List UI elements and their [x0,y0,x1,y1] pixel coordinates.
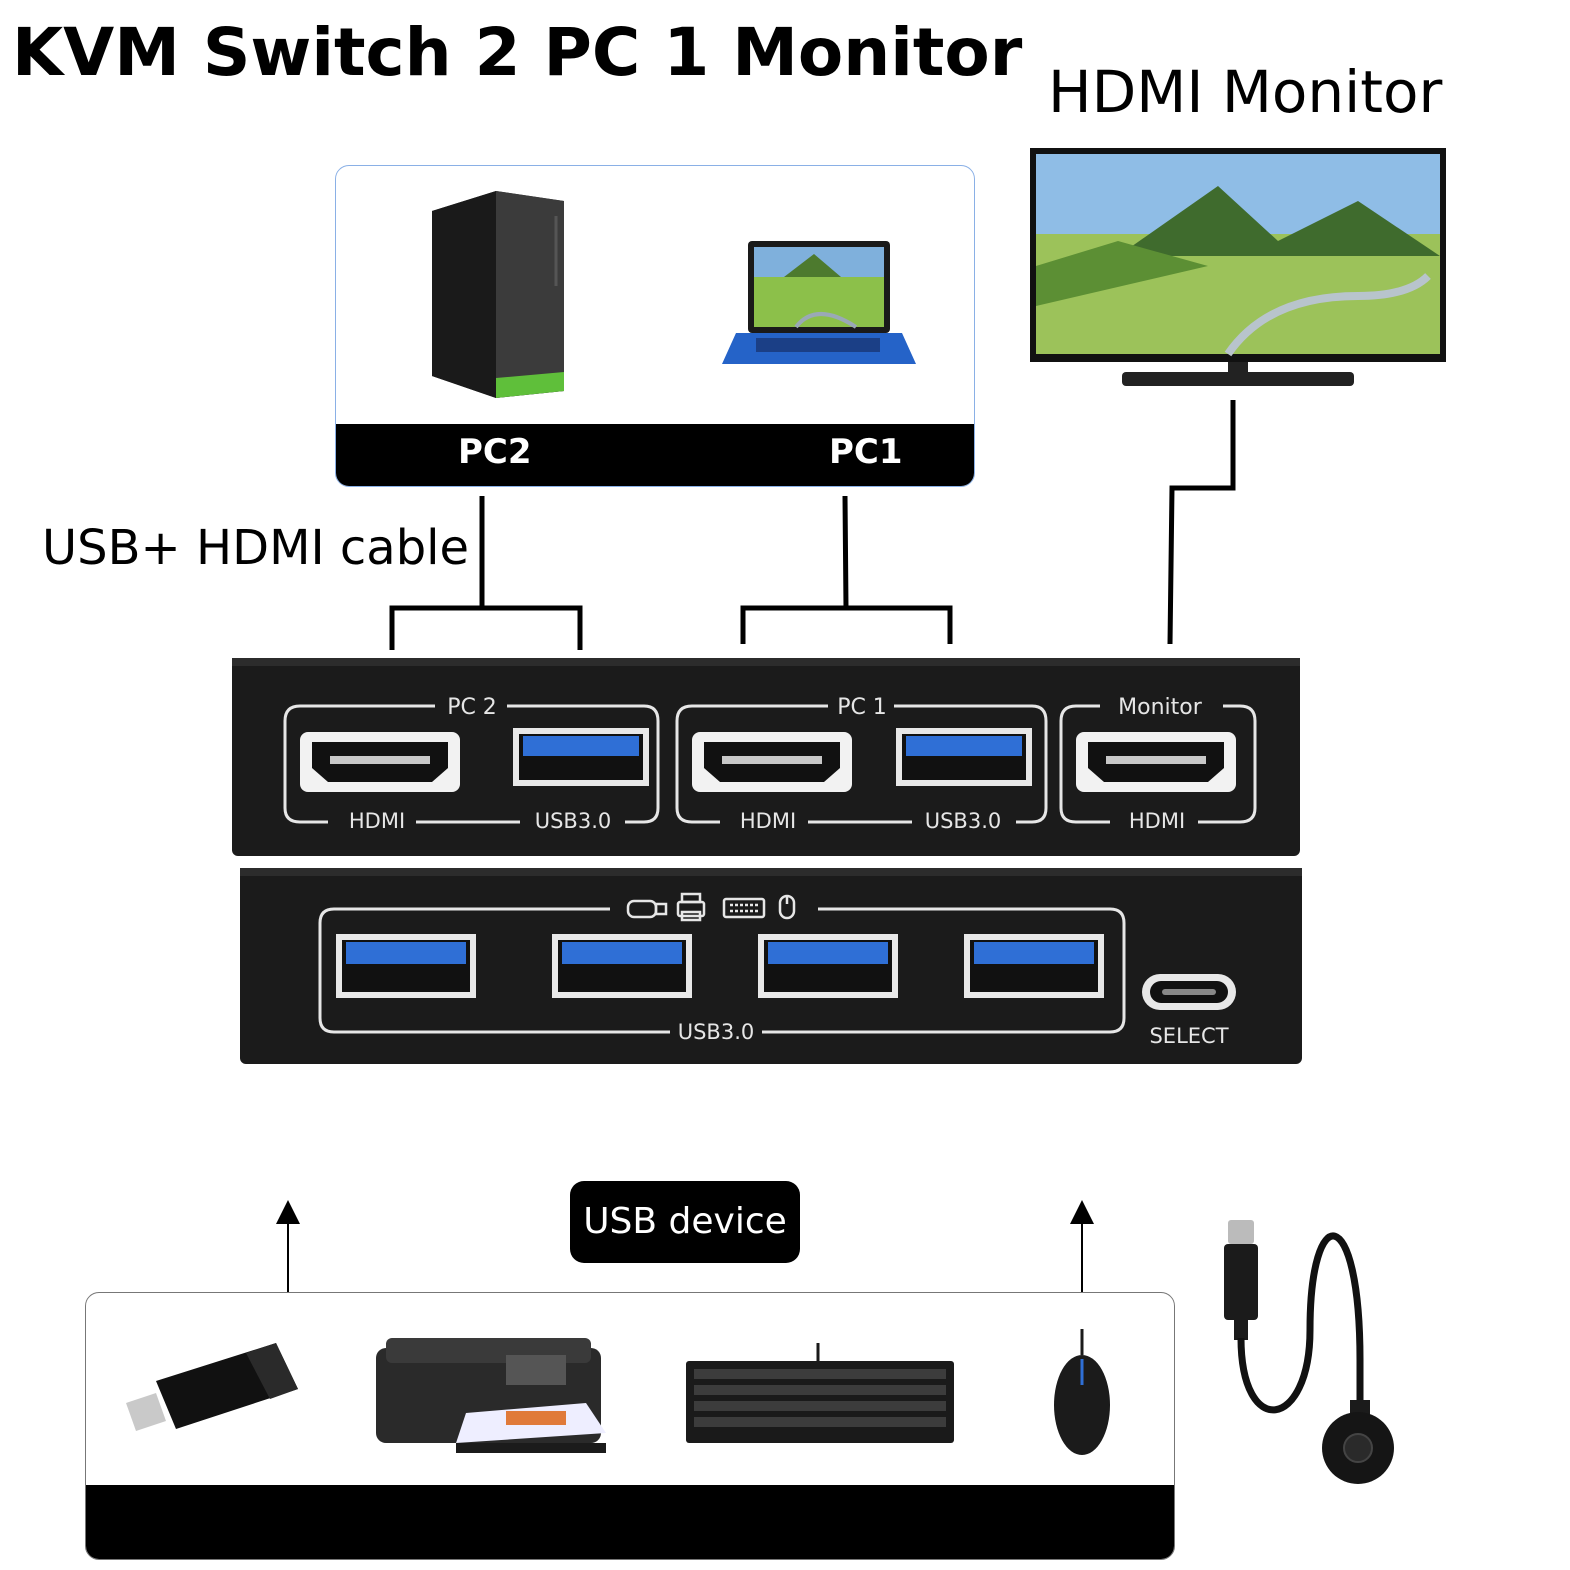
usb-device-panel [85,1292,1175,1560]
connection-lines [389,400,1236,650]
pc-label-bar: PC2 PC1 [336,424,974,486]
pc2-label: PC2 [458,432,532,472]
pc1-label: PC1 [829,432,903,472]
usb-hub-port-frame [318,907,1126,1034]
usb-port-pc1[interactable] [896,728,1032,786]
hdmi-port-monitor[interactable] [1076,732,1236,792]
port-label-usb-pc2: USB3.0 [535,809,612,833]
group-label-monitor: Monitor [1118,695,1203,720]
pc1-port-group-frame [675,704,1048,824]
hdmi-port-pc2[interactable] [300,732,460,792]
port-label-hdmi-pc1: HDMI [740,809,796,833]
port-label-hdmi-pc2: HDMI [349,809,405,833]
port-label-usb-hub: USB3.0 [678,1020,755,1044]
usb-port-4[interactable] [964,934,1104,998]
monitor-port-group-frame [1059,704,1257,824]
usb-port-1[interactable] [336,934,476,998]
hdmi-port-pc1[interactable] [692,732,852,792]
up-arrow-right [1070,1200,1094,1292]
monitor-cable-line [1167,400,1236,645]
mouse-icon [1054,1329,1110,1455]
pc2-port-group-frame [283,704,660,824]
keyboard-icon [722,897,766,919]
usb-c-select-port[interactable] [1142,974,1236,1010]
pc-panel: PC2 PC1 [335,165,975,487]
pc1-cable-line [740,495,953,644]
group-label-pc2: PC 2 [447,695,497,720]
monitor-icon [1030,148,1446,386]
usb-drive-icon [626,899,668,919]
usb-port-pc2[interactable] [513,728,649,786]
printer-icon [376,1338,606,1453]
mouse-icon [778,894,796,920]
kvm-switch: PC 2 PC 1 Monitor HDMI USB3.0 HDMI USB3.… [232,658,1302,1064]
up-arrow-left [276,1200,300,1292]
laptop-icon [722,241,916,364]
port-label-hdmi-monitor: HDMI [1129,809,1185,833]
page-title: KVM Switch 2 PC 1 Monitor [12,14,1023,91]
hdmi-monitor-label: HDMI Monitor [1048,58,1443,126]
keyboard-icon [686,1343,954,1443]
usb-flash-drive-icon [126,1343,298,1431]
usb-device-illustrations [126,1329,1110,1455]
device-arrows [276,1200,1094,1292]
pc-illustrations [432,191,916,398]
desktop-tower-icon [432,191,564,398]
usb-device-label: USB device [570,1181,800,1263]
usb-port-3[interactable] [758,934,898,998]
group-label-pc1: PC 1 [837,695,887,720]
printer-icon [676,892,706,922]
port-label-usb-pc1: USB3.0 [925,809,1002,833]
usb-hdmi-cable-label: USB+ HDMI cable [42,520,470,576]
pc2-cable-line [389,496,583,650]
device-panel-bar [86,1485,1174,1559]
usb-port-2[interactable] [552,934,692,998]
remote-select-button-icon [1224,1220,1394,1484]
port-label-select: SELECT [1149,1024,1228,1048]
